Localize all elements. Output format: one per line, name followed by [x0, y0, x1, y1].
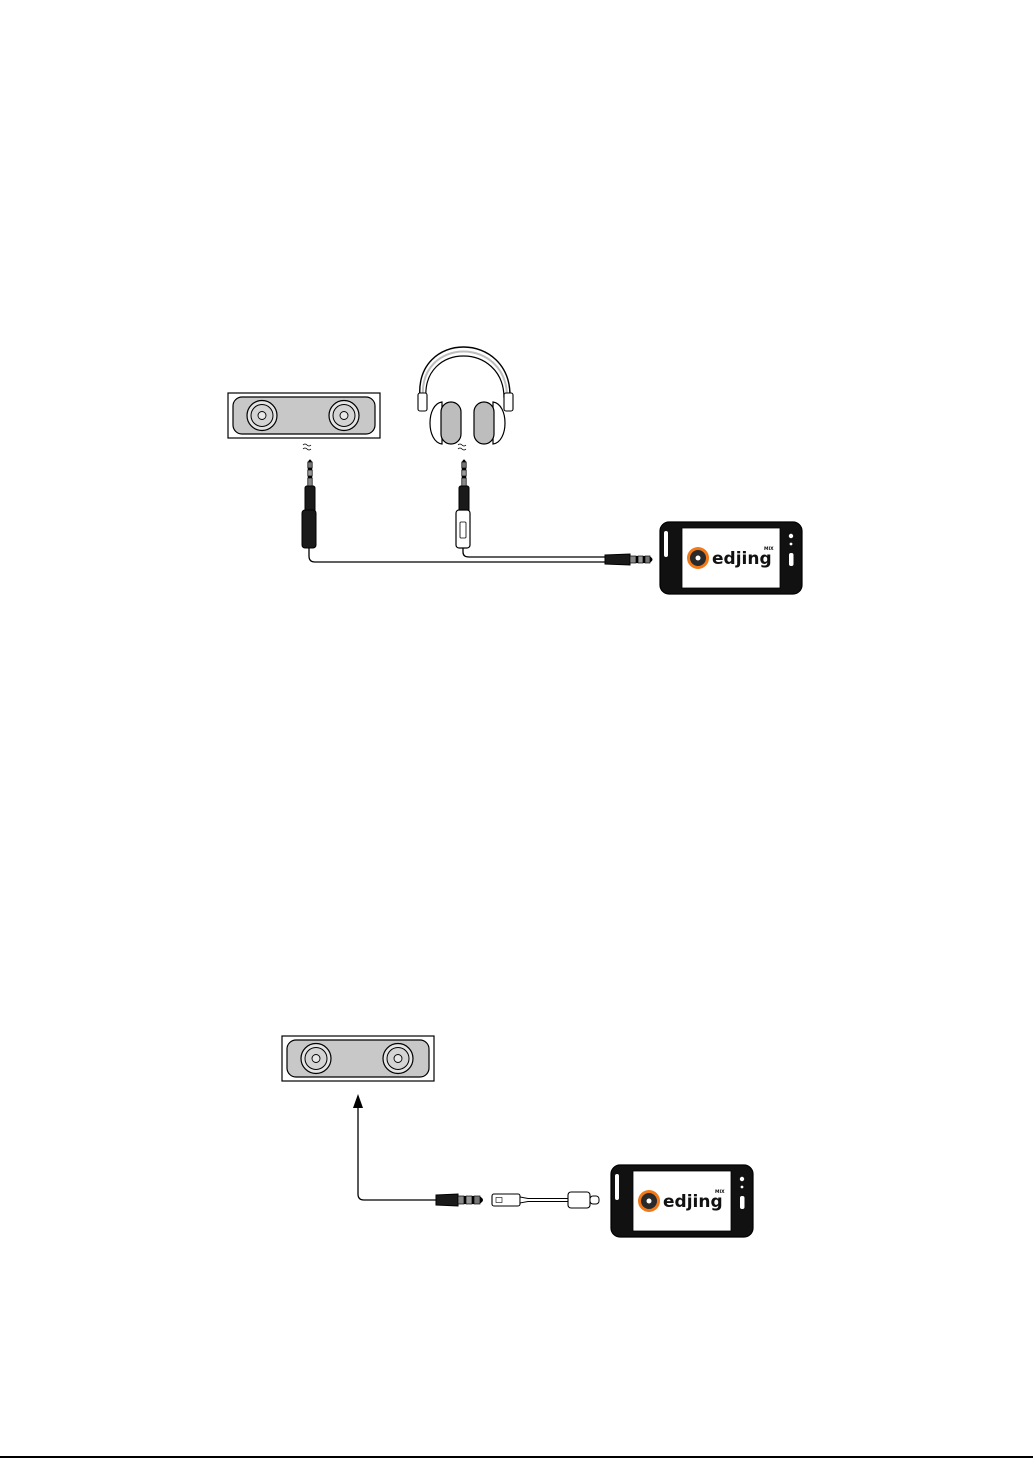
aux-jack-icon — [436, 1194, 483, 1206]
signal-wave-icon — [303, 444, 466, 450]
phone-jack-icon — [605, 554, 653, 565]
speaker-socket-icon — [302, 510, 316, 548]
speaker-bar-icon — [282, 1036, 434, 1081]
usb-c-adapter-icon — [492, 1192, 599, 1208]
speaker-bar-icon — [228, 393, 380, 438]
logo-wordmark: edjing — [663, 1192, 723, 1212]
headphone-socket-icon — [456, 510, 470, 548]
logo-superscript: MIX — [715, 1189, 725, 1195]
edjing-logo-icon: edjing MIX — [687, 546, 774, 569]
logo-wordmark: edjing — [712, 549, 772, 569]
headphones-icon — [418, 347, 513, 444]
diagram-2: edjing MIX — [282, 1036, 753, 1237]
speaker-jack-icon — [305, 460, 315, 513]
splitter-cable — [309, 548, 605, 562]
smartphone-icon: edjing MIX — [660, 522, 802, 594]
headphone-jack-icon — [459, 460, 469, 513]
smartphone-icon: edjing MIX — [611, 1165, 753, 1237]
diagram-1: edjing MIX — [228, 347, 802, 594]
edjing-logo-icon: edjing MIX — [638, 1189, 725, 1212]
logo-superscript: MIX — [764, 546, 774, 552]
connection-arrow — [353, 1094, 436, 1200]
